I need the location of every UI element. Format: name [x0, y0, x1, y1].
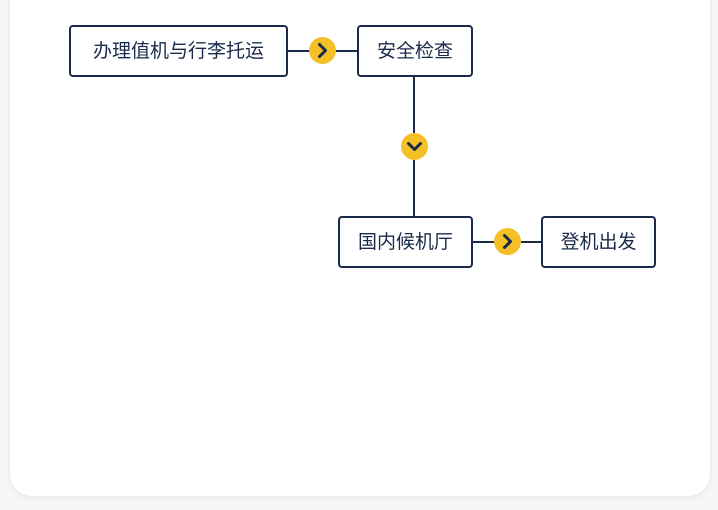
step-security-check: 安全检查	[357, 25, 473, 77]
connector-line	[521, 241, 542, 243]
connector-line	[336, 50, 358, 52]
connector-line	[473, 241, 495, 243]
connector-line	[413, 77, 415, 133]
chevron-right-icon	[309, 37, 336, 64]
step-boarding: 登机出发	[541, 216, 656, 268]
chevron-right-icon	[494, 228, 521, 255]
connector-line	[288, 50, 310, 52]
step-domestic-lounge: 国内候机厅	[338, 216, 473, 268]
chevron-down-icon	[401, 133, 428, 160]
connector-line	[413, 160, 415, 217]
step-check-in-baggage: 办理值机与行李托运	[69, 25, 288, 77]
